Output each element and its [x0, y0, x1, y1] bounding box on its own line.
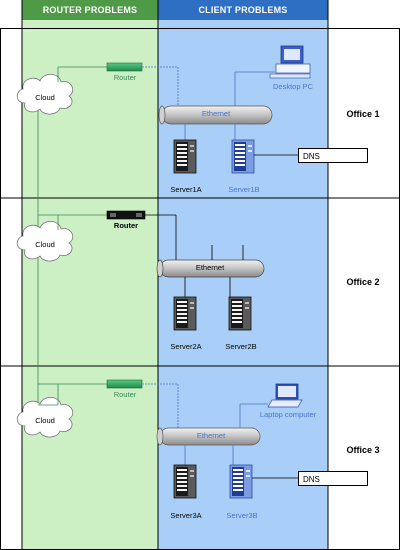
- office1-server-a-label: Server1A: [170, 185, 202, 194]
- client-problems-header: CLIENT PROBLEMS: [198, 5, 288, 15]
- office3-laptop-label: Laptop computer: [259, 410, 317, 419]
- office1-router-label: Router: [113, 73, 137, 82]
- office3-router-label: Router: [113, 390, 137, 399]
- office1-dns-box: DNS: [298, 148, 368, 163]
- client-header-bar: [158, 0, 328, 20]
- office3-ethernet-label: Ethernet: [196, 431, 226, 440]
- office1-label: Office 1: [346, 109, 380, 119]
- office3-cloud-label: Cloud: [35, 416, 55, 425]
- router-problems-header: ROUTER PROBLEMS: [42, 5, 138, 15]
- office2-server-a-label: Server2A: [170, 342, 202, 351]
- router-header-bar: [22, 0, 158, 20]
- office2-router-label: Router: [113, 221, 139, 230]
- office3-dns-box: DNS: [298, 471, 368, 486]
- office3-group: [16, 379, 303, 499]
- office2-group: [16, 210, 265, 331]
- office3-label: Office 3: [346, 445, 380, 455]
- office1-desktop-pc-label: Desktop PC: [272, 82, 314, 91]
- office2-server-b-label: Server2B: [225, 342, 257, 351]
- office1-ethernet-label: Ethernet: [201, 109, 231, 118]
- office1-group: [16, 45, 311, 174]
- office1-cloud-label: Cloud: [35, 93, 55, 102]
- office1-server-b-label: Server1B: [228, 185, 260, 194]
- office2-ethernet-label: Ethernet: [195, 263, 225, 272]
- office2-label: Office 2: [346, 277, 380, 287]
- office3-server-b-label: Server3B: [226, 511, 258, 520]
- office3-server-a-label: Server3A: [170, 511, 202, 520]
- office2-cloud-label: Cloud: [35, 240, 55, 249]
